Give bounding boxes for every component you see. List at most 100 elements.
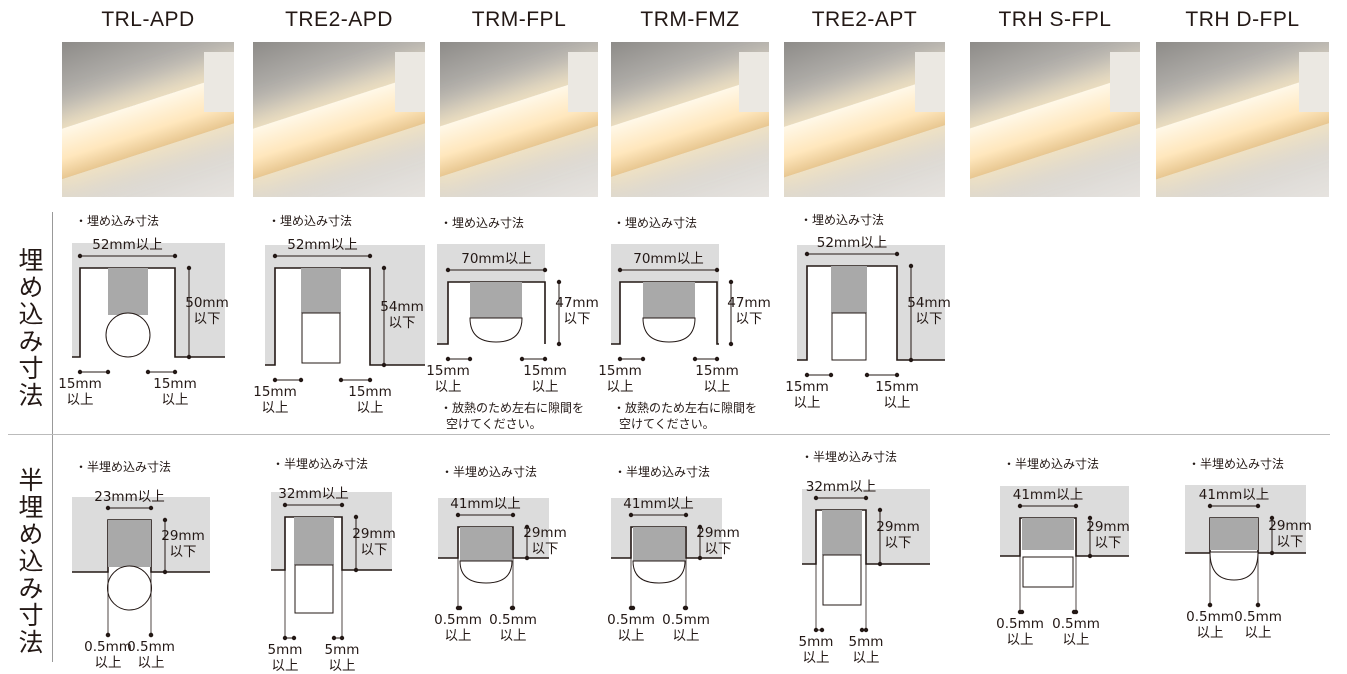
dimension-dot (381, 265, 387, 271)
horizontal-divider (8, 434, 1330, 435)
dimension-dot (697, 555, 703, 561)
dimension-dot (331, 635, 337, 641)
diagram-title: ・半埋め込み寸法 (272, 457, 369, 471)
heat-note: ・放熱のため左右に隙間を (613, 401, 758, 415)
dimension-dot (1207, 503, 1213, 509)
fixture-lens (632, 560, 686, 584)
dimension-dot (339, 502, 345, 508)
dimension-dot (145, 369, 151, 375)
dimension-dot (714, 267, 720, 273)
gap-left-qualifier: 以上 (261, 400, 289, 416)
dimension-dot (877, 561, 883, 567)
end-cap (1110, 52, 1140, 112)
dimension-dot (186, 265, 192, 271)
dimension-dot (864, 372, 870, 378)
dimension-dot (457, 605, 463, 611)
height-dimension-value: 29mm (352, 525, 396, 542)
gap-left-qualifier: 以上 (793, 395, 821, 411)
height-dimension-qualifier: 以下 (169, 544, 197, 560)
dimension-dot (445, 356, 451, 362)
fixture-body (470, 282, 522, 318)
dimension-dot (519, 356, 525, 362)
dimension-dot (77, 369, 83, 375)
dimension-dot (819, 627, 825, 633)
product-name: TRL-APD (101, 8, 195, 31)
dimension-dot (556, 279, 562, 285)
fixture-lens (459, 560, 513, 584)
gap-left-qualifier: 以上 (1196, 625, 1224, 641)
gap-left-value: 15mm (426, 363, 470, 379)
dimension-dot (908, 263, 914, 269)
dimension-dot (877, 507, 883, 513)
heat-note: 空けてください。 (446, 417, 542, 431)
fixture-body (633, 527, 685, 561)
width-dimension-label: 32mm以上 (805, 479, 877, 495)
height-dimension-value: 29mm (523, 524, 567, 541)
dimension-dot (804, 372, 810, 378)
fixture-body (822, 510, 862, 555)
gap-right-value: 0.5mm (1052, 616, 1100, 632)
dimension-dot (1087, 553, 1093, 559)
vertical-divider (52, 212, 53, 662)
gap-left-value: 15mm (253, 384, 297, 400)
dimension-dot (272, 377, 278, 383)
dimension-dot (1017, 503, 1023, 509)
dimension-dot (894, 251, 900, 257)
height-dimension-qualifier: 以下 (531, 540, 559, 557)
product-photo (970, 42, 1140, 197)
gap-right-qualifier: 以上 (1062, 632, 1090, 648)
diagram-title: ・半埋め込み寸法 (614, 465, 711, 479)
height-dimension-qualifier: 以下 (388, 314, 416, 331)
dimension-dot (1019, 609, 1025, 615)
dimension-dot (617, 356, 623, 362)
dimension-dot (467, 356, 473, 362)
product-photo (440, 42, 598, 197)
dimension-dot (272, 253, 278, 259)
width-dimension-label: 41mm以上 (1198, 487, 1270, 503)
dimension-dot (353, 567, 359, 573)
product-name: TRM-FMZ (640, 8, 740, 31)
product-photo (611, 42, 769, 197)
fixture-body (108, 268, 148, 315)
gap-right-qualifier: 以上 (1244, 625, 1272, 641)
gap-left-qualifier: 以上 (1006, 632, 1034, 648)
diagram-title: ・半埋め込み寸法 (1188, 457, 1285, 471)
dimension-dot (1255, 503, 1261, 509)
fixture-body (643, 282, 695, 318)
height-dimension-value: 29mm (876, 519, 920, 535)
product-name: TRH S-FPL (998, 8, 1112, 31)
product-name: TRH D-FPL (1185, 8, 1300, 31)
product-name: TRM-FPL (471, 8, 567, 31)
diagram-title: ・埋め込み寸法 (613, 216, 698, 230)
gap-right-value: 15mm (153, 376, 197, 392)
gap-left-value: 0.5mm (434, 612, 482, 628)
gap-right-value: 5mm (324, 642, 360, 658)
gap-left-qualifier: 以上 (606, 379, 634, 395)
width-dimension-label: 52mm以上 (816, 235, 888, 251)
dimension-dot (172, 369, 178, 375)
height-dimension-qualifier: 以下 (915, 311, 943, 327)
diagram-title: ・埋め込み寸法 (75, 214, 160, 228)
gap-left-qualifier: 以上 (66, 392, 94, 408)
dimension-dot (105, 505, 111, 511)
product-photo (1156, 42, 1329, 197)
gap-right-qualifier: 以上 (499, 628, 527, 644)
dimension-dot (524, 524, 530, 530)
fixture-lens (107, 565, 152, 611)
dimension-dot (186, 354, 192, 360)
fixture-body (460, 527, 512, 561)
dimension-dot (630, 605, 636, 611)
dimension-dot (828, 372, 834, 378)
gap-right-value: 0.5mm (489, 612, 537, 628)
dimension-dot (353, 514, 359, 520)
end-cap (204, 52, 234, 112)
dimension-dot (697, 524, 703, 530)
fixture-body (294, 517, 334, 565)
dimension-dot (863, 495, 869, 501)
dimension-dot (542, 267, 548, 273)
fixture-body (301, 268, 341, 313)
diagram-title: ・半埋め込み寸法 (75, 460, 172, 474)
product-photo (784, 42, 945, 197)
fixture-body (108, 520, 151, 567)
